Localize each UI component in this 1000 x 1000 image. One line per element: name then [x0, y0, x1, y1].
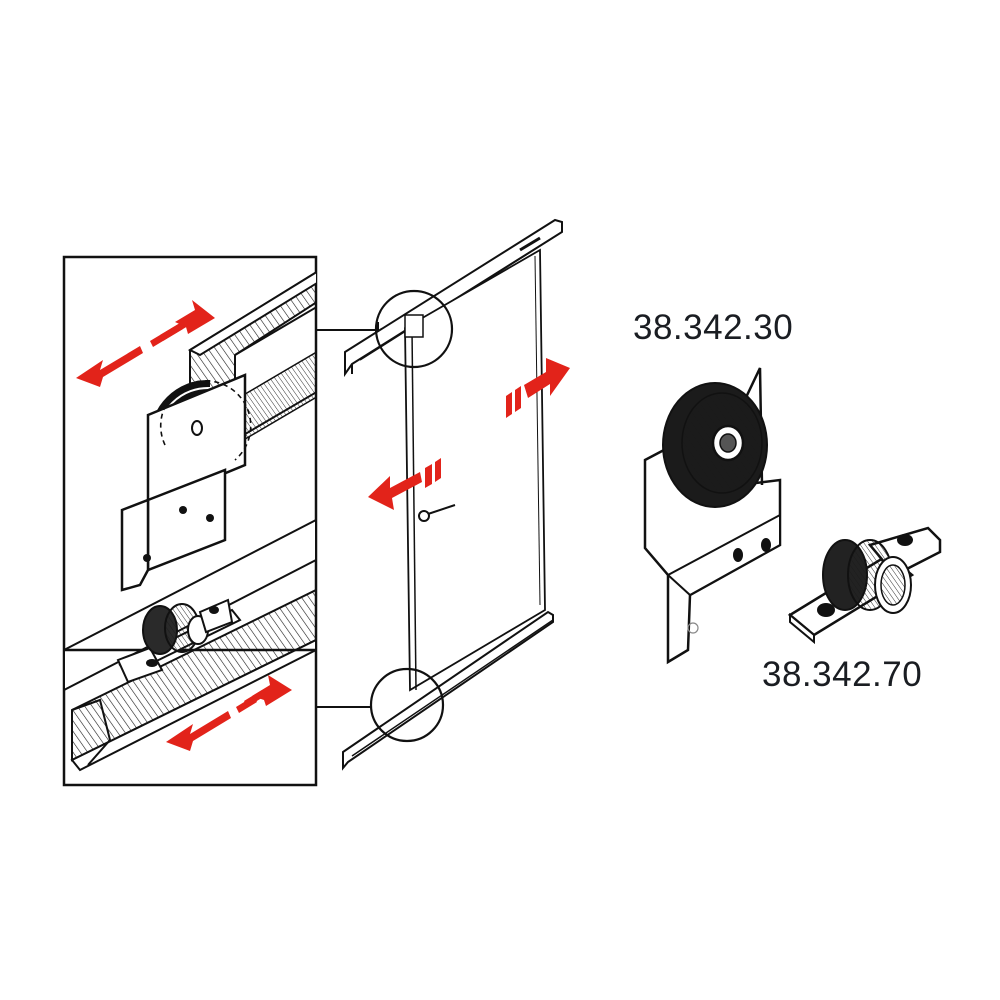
top-rail [344, 218, 563, 378]
inset-arrow-lower [166, 675, 292, 751]
callout-lines [316, 322, 379, 708]
door-arrow-right [506, 358, 570, 418]
glass-panel [404, 248, 546, 692]
inset-lower-roller [116, 598, 242, 684]
detail-marker-bottom [369, 667, 445, 743]
door-arrow-left [368, 458, 441, 510]
inset-upper-roller [120, 373, 252, 592]
part-number-label-lower-guide-roller: 38.342.70 [762, 655, 923, 694]
detail-marker-top [374, 289, 454, 369]
inset-lower-rail [64, 518, 316, 772]
detail-inset [62, 255, 318, 787]
lower-guide-roller-part [787, 526, 942, 645]
upper-roller-part [643, 367, 782, 665]
inset-arrow-upper [76, 300, 215, 387]
part-number-label-upper-roller: 38.342.30 [633, 308, 794, 347]
door-assembly [342, 218, 570, 771]
door-handle [418, 504, 456, 522]
